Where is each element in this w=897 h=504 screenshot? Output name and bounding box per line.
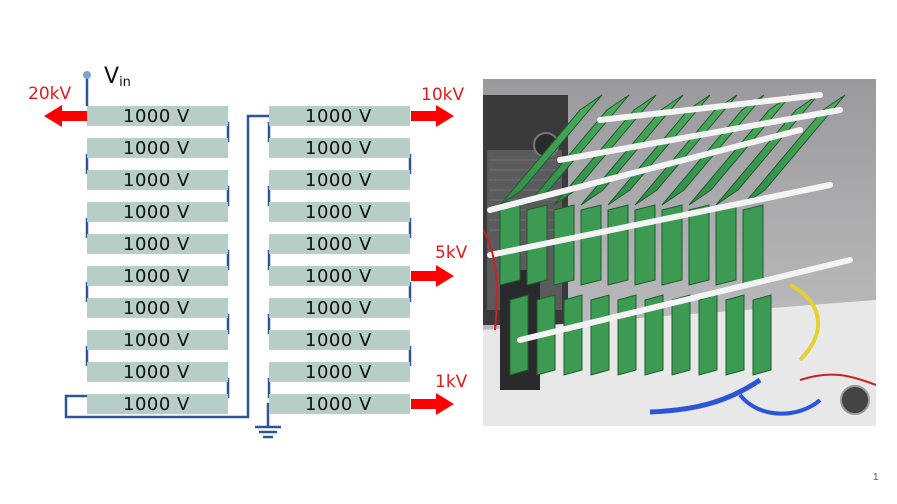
arrow-right-5kv [411, 265, 454, 287]
page-number: 1 [873, 472, 879, 483]
input-terminal-dot [83, 71, 91, 79]
tap-label-5kv: 5kV [435, 243, 468, 263]
right-cell-label-9: 1000 V [305, 362, 372, 383]
left-cell-stack: 1000 V 1000 V 1000 V 1000 V 1000 V 1000 V 1000… [87, 106, 228, 415]
left-cell-label-1: 1000 V [123, 106, 190, 127]
right-cell-label-2: 1000 V [305, 138, 372, 159]
left-cell-3 [87, 170, 228, 190]
right-cell-label-4: 1000 V [305, 202, 372, 223]
right-cell-stack: 1000 V 1000 V 1000 V 1000 V 1000 V 1000 V 1000… [269, 106, 410, 415]
right-cell-5 [269, 234, 410, 254]
tap-label-10kv: 10kV [421, 85, 464, 105]
right-cell-1 [269, 106, 410, 126]
right-cell-label-3: 1000 V [305, 170, 372, 191]
arrow-left-20kv [44, 105, 87, 127]
voltage-multiplier-diagram: 1000 V 1000 V 1000 V 1000 V 1000 V 1000 V 1000… [28, 64, 468, 439]
left-cell-label-10: 1000 V [123, 394, 190, 415]
right-cell-label-8: 1000 V [305, 330, 372, 351]
right-cell-label-10: 1000 V [305, 394, 372, 415]
tap-10kv: 10kV [411, 85, 464, 127]
left-cell-label-3: 1000 V [123, 170, 190, 191]
right-cell-9 [269, 362, 410, 382]
left-cell-10 [87, 394, 228, 414]
arrow-right-1kv [411, 393, 454, 415]
right-cell-2 [269, 138, 410, 158]
input-label-main: V [104, 64, 119, 89]
arrow-right-10kv [411, 105, 454, 127]
left-cell-6 [87, 266, 228, 286]
right-cell-label-6: 1000 V [305, 266, 372, 287]
ground-icon [255, 417, 281, 439]
ground-wire [266, 402, 270, 417]
right-cell-4 [269, 202, 410, 222]
right-cell-8 [269, 330, 410, 350]
left-cell-2 [87, 138, 228, 158]
left-cell-1 [87, 106, 228, 126]
cross-link-wire [64, 114, 269, 419]
left-cell-8 [87, 330, 228, 350]
tap-20kv: 20kV [28, 84, 87, 127]
hardware-photo [483, 79, 876, 426]
left-cell-label-9: 1000 V [123, 362, 190, 383]
right-cell-label-7: 1000 V [305, 298, 372, 319]
left-cell-label-5: 1000 V [123, 234, 190, 255]
left-cell-7 [87, 298, 228, 318]
input-label: Vin [104, 64, 131, 90]
left-cell-label-2: 1000 V [123, 138, 190, 159]
left-cell-label-6: 1000 V [123, 266, 190, 287]
left-cell-9 [87, 362, 228, 382]
left-cell-label-7: 1000 V [123, 298, 190, 319]
tap-5kv: 5kV [411, 243, 468, 287]
input-label-sub: in [119, 75, 131, 90]
tap-label-20kv: 20kV [28, 84, 71, 104]
left-cell-label-4: 1000 V [123, 202, 190, 223]
tap-label-1kv: 1kV [435, 372, 468, 392]
tap-1kv: 1kV [411, 372, 468, 415]
right-cell-7 [269, 298, 410, 318]
right-cell-10 [269, 394, 410, 414]
right-cell-3 [269, 170, 410, 190]
left-cell-4 [87, 202, 228, 222]
left-cell-5 [87, 234, 228, 254]
left-cell-label-8: 1000 V [123, 330, 190, 351]
right-cell-label-1: 1000 V [305, 106, 372, 127]
right-cell-label-5: 1000 V [305, 234, 372, 255]
right-cell-6 [269, 266, 410, 286]
